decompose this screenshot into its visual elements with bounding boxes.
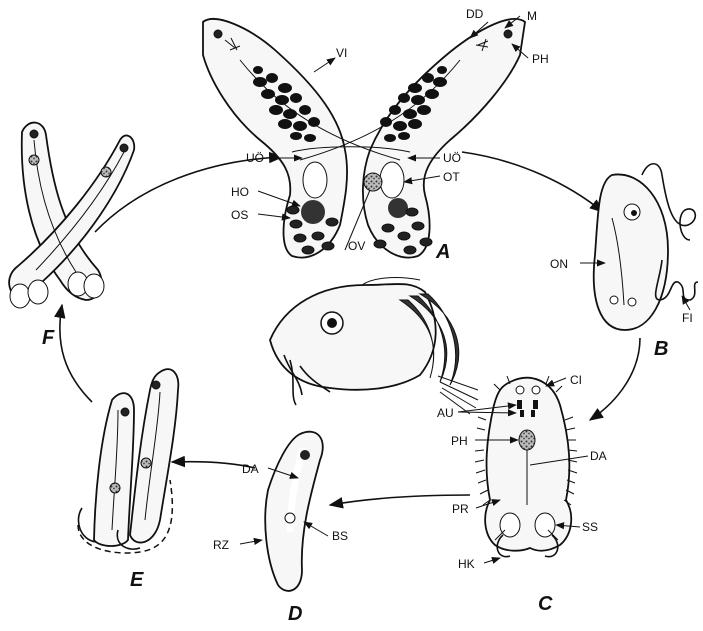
label-ph-a: PH xyxy=(532,52,549,66)
label-m: M xyxy=(527,9,537,23)
label-ph-c: PH xyxy=(451,434,468,448)
label-ov: OV xyxy=(348,239,365,253)
label-ho: HO xyxy=(231,185,249,199)
label-da-d: DA xyxy=(242,462,259,476)
stage-label-a: A xyxy=(435,241,450,263)
label-fi: FI xyxy=(682,311,693,325)
label-uo-left: UÖ xyxy=(246,151,264,165)
arrow-c-to-d xyxy=(330,495,470,505)
arrow-e-to-f xyxy=(60,305,92,402)
label-ci: CI xyxy=(570,373,582,387)
label-on: ON xyxy=(550,257,568,271)
label-hk: HK xyxy=(458,557,475,571)
label-dd: DD xyxy=(466,7,484,21)
label-os: OS xyxy=(231,208,248,222)
label-ot: OT xyxy=(443,170,460,184)
stage-label-e: E xyxy=(130,569,144,591)
label-rz: RZ xyxy=(213,538,229,552)
stage-b-egg xyxy=(580,164,698,330)
label-pr: PR xyxy=(452,502,469,516)
stage-label-b: B xyxy=(654,338,668,360)
stage-d-juvenile xyxy=(240,432,328,591)
stage-label-f: F xyxy=(42,327,55,349)
label-vi: VI xyxy=(336,46,347,60)
stage-a-adult-pair xyxy=(203,16,528,258)
stage-e-pairing xyxy=(78,369,178,553)
arrow-a-to-b xyxy=(462,152,603,212)
label-ss: SS xyxy=(582,520,598,534)
label-au: AU xyxy=(437,406,454,420)
label-bs: BS xyxy=(332,529,348,543)
host-fish xyxy=(270,278,478,414)
label-da-c: DA xyxy=(590,449,607,463)
stage-c-larva xyxy=(458,376,588,563)
label-uo-right: UÖ xyxy=(443,151,461,165)
stage-f-crossed xyxy=(9,123,134,308)
stage-label-c: C xyxy=(538,593,553,615)
stage-label-d: D xyxy=(288,603,302,625)
arrow-b-to-c xyxy=(590,338,640,420)
